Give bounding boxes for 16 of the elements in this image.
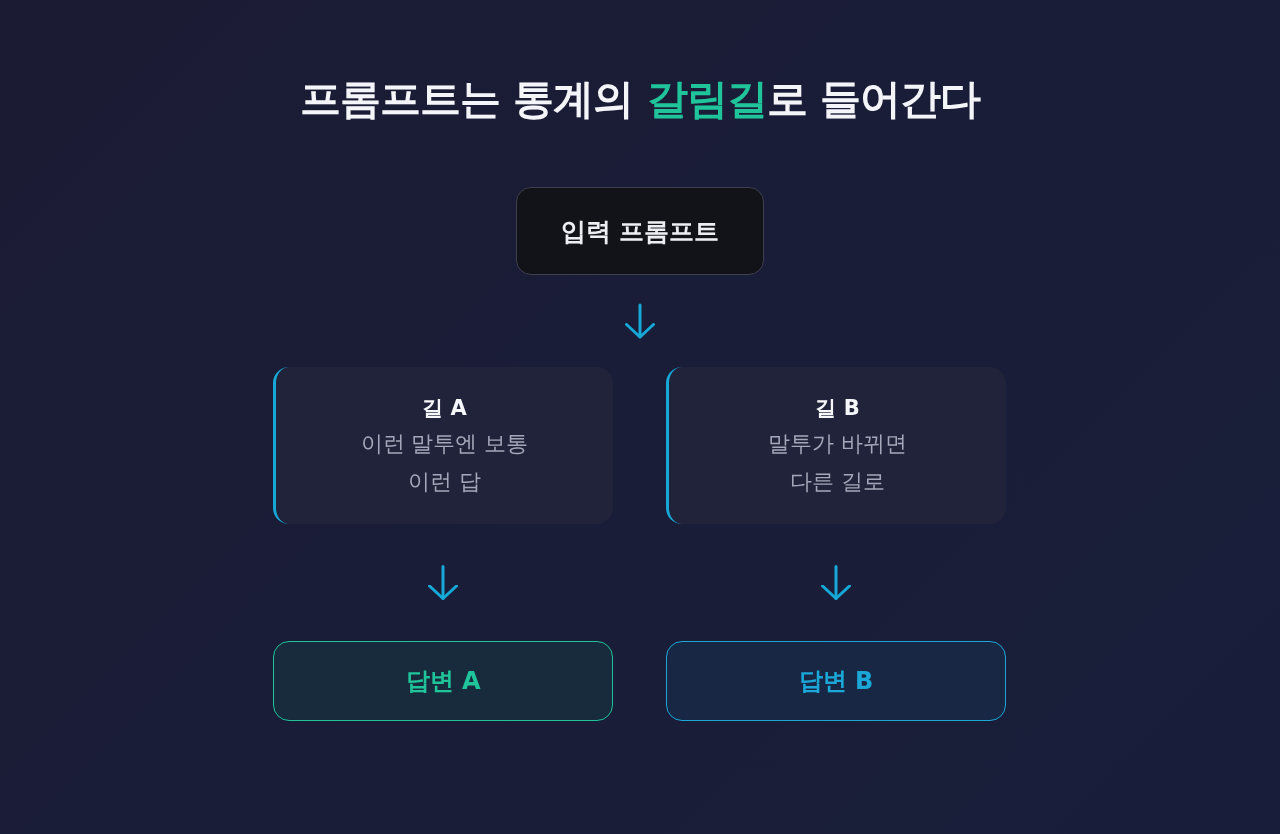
card-description: 말투가 바뀌면 다른 길로 — [767, 429, 908, 496]
node-label: 답변 A — [405, 666, 481, 697]
card-heading: 길 A — [422, 394, 467, 422]
path-card — [666, 367, 1006, 524]
input-box — [516, 187, 764, 275]
node-label: 입력 프롬프트 — [560, 215, 720, 248]
arrow — [821, 565, 851, 600]
answer-box — [666, 641, 1006, 721]
arrow — [428, 565, 458, 600]
answer-box — [273, 641, 613, 721]
diagram-title: 프롬프트는 통계의 갈림길로 들어간다 — [300, 75, 980, 123]
arrow — [625, 303, 655, 339]
card-heading: 길 B — [815, 394, 860, 422]
node-label: 답변 B — [798, 666, 874, 697]
path-card — [273, 367, 613, 524]
card-description: 이런 말투엔 보통 이런 답 — [359, 429, 530, 496]
